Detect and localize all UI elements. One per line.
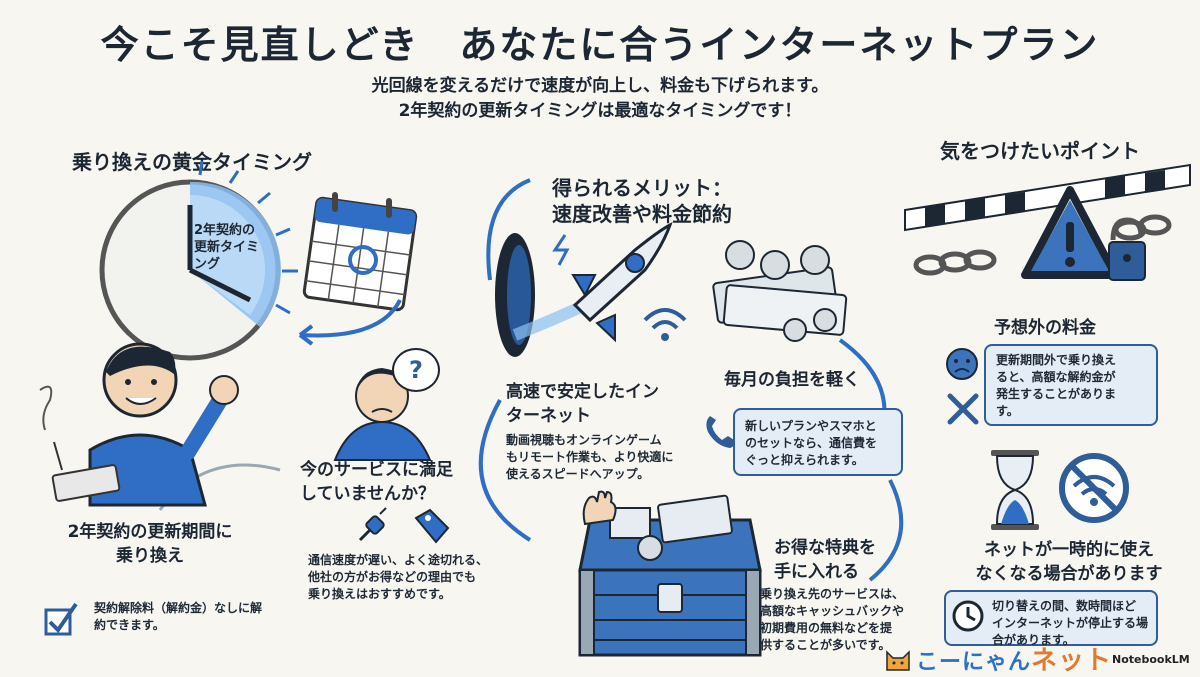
subtitle-line-2: 2年契約の更新タイミングは最適なタイミングです！ [398,101,802,121]
timing-heading: 乗り換えの黄金タイミング [72,150,312,174]
subtitle-line-1: 光回線を変えるだけで速度が向上し、料金も下げられます。 [371,76,829,96]
fee-card: 更新期間外で乗り換え ると、高額な解約金が 発生することがありま す。 [984,344,1158,426]
waving-hand-icon [582,490,617,526]
speed-text: 動画視聴もオンラインゲーム もリモート作業も、より快適に 使えるスピードへアップ… [506,433,674,481]
brand-main: こーにゃん [916,650,1032,675]
cycle-arrow-icon [298,299,402,346]
phone-icon [706,416,735,448]
dissatisfied-caption: 今のサービスに満足 していませんか？ [300,460,453,504]
outage-card: 切り替えの間、数時間ほど インターネットが停止する場 合があります。 [944,590,1158,647]
fee-text: 更新期間外で乗り換え ると、高額な解約金が 発生することがありま す。 [996,353,1117,418]
brand-accent: ネット [1031,646,1113,676]
money-pile-icon [712,240,848,342]
page-subtitle: 光回線を変えるだけで速度が向上し、料金も下げられます。 2年契約の更新タイミング… [0,74,1200,124]
speed-heading: 高速で安定したイン ターネット [506,382,659,426]
check-text: 契約解除料（解約金）なしに解 約できます。 [94,601,263,632]
no-wifi-icon [1059,453,1129,523]
x-mark-icon [947,393,979,425]
burden-card: 新しいプランやスマホと のセットなら、通信費を ぐっと抑えられます。 [733,408,903,476]
outage-heading: ネットが一時的に使え なくなる場合があります [975,540,1163,584]
clock-label: 2年契約の 更新タイミ ング [194,223,260,272]
price-tag-icon [414,508,450,544]
question-bubble: ? [392,348,440,392]
hourglass-icon [991,450,1039,530]
cat-logo-icon [886,650,910,671]
rocket-icon [495,222,673,357]
plug-icon [358,507,387,542]
clock-small-icon [952,600,984,632]
perk-text: 乗り換え先のサービスは、 高額なキャッシュバックや 初期費用の無料などを提 供す… [760,587,905,652]
worried-person-icon [333,368,432,461]
fee-heading: 予想外の料金 [994,318,1096,338]
sad-face-icon [946,348,978,380]
clock-icon [99,160,298,361]
reason-text: 通信速度が遅い、よく途切れる、 他社の方がお得などの理由でも 乗り換えはおすすめ… [308,553,489,601]
burden-text: 新しいプランやスマホと のセットなら、通信費を ぐっと抑えられます。 [745,419,878,467]
notebooklm-watermark: NotebookLM [1112,653,1190,666]
outage-text: 切り替えの間、数時間ほど インターネットが停止する場 合があります。 [992,599,1149,647]
brand-logo: こーにゃんネット [916,640,1112,677]
calendar-icon [302,192,418,312]
burden-heading: 毎月の負担を軽く [724,370,860,390]
renewal-caption: 2年契約の更新期間に 乗り換え [67,522,233,566]
warning-chain-icon [904,163,1191,281]
merit-heading: 得られるメリット： 速度改善や料金節約 [552,176,732,226]
page-title: 今こそ見直しどき あなたに合うインターネットプラン [100,23,1100,67]
happy-man-icon [39,342,281,511]
caution-heading: 気をつけたいポイント [940,139,1140,163]
wifi-icon [643,308,687,341]
perk-heading: お得な特典を 手に入れる [774,538,876,582]
checkbox-check-icon [44,602,78,636]
treasure-chest-icon [578,494,762,657]
